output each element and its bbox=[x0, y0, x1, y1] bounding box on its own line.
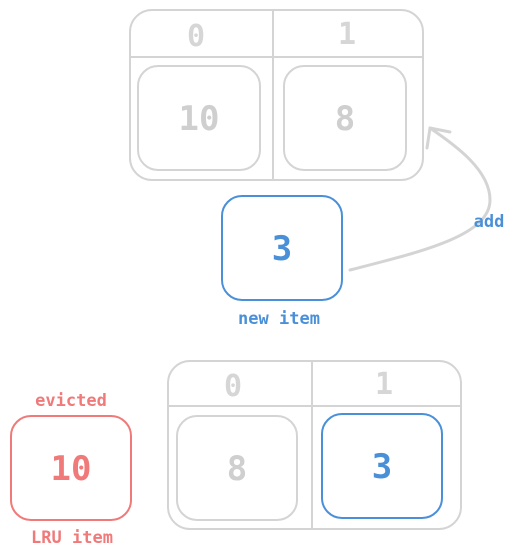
top-cache-slot-0 bbox=[137, 65, 261, 171]
add-arrow-curve bbox=[348, 126, 492, 272]
evicted-value: 10 bbox=[51, 449, 92, 489]
lru-item-label: LRU item bbox=[31, 528, 113, 548]
evicted-box bbox=[10, 415, 132, 521]
add-arrow-label: add bbox=[474, 212, 505, 232]
bottom-cache-frame bbox=[167, 360, 462, 530]
new-item: 3 new item bbox=[221, 195, 343, 329]
bottom-cache-value-0: 8 bbox=[227, 449, 247, 489]
bottom-cache-index-0: 0 bbox=[224, 369, 242, 404]
bottom-cache: 0 1 8 3 bbox=[167, 360, 462, 530]
bottom-cache-slot-1 bbox=[321, 413, 443, 519]
add-arrow: add bbox=[348, 126, 505, 272]
top-cache-index-0: 0 bbox=[187, 19, 205, 54]
top-cache-value-1: 8 bbox=[335, 99, 355, 139]
evicted-item: evicted 10 LRU item bbox=[10, 391, 132, 548]
top-cache-value-0: 10 bbox=[179, 99, 220, 139]
new-item-label: new item bbox=[238, 309, 320, 329]
evicted-label: evicted bbox=[35, 391, 107, 411]
top-cache-slot-1 bbox=[283, 65, 407, 171]
top-cache-frame bbox=[129, 9, 424, 181]
add-arrow-head bbox=[425, 126, 452, 150]
new-item-value: 3 bbox=[272, 229, 292, 269]
top-cache: 0 1 10 8 bbox=[129, 9, 424, 181]
bottom-cache-index-1: 1 bbox=[375, 367, 393, 402]
new-item-box bbox=[221, 195, 343, 301]
top-cache-index-1: 1 bbox=[338, 17, 356, 52]
bottom-cache-slot-0 bbox=[176, 415, 298, 521]
bottom-cache-value-1: 3 bbox=[372, 447, 392, 487]
